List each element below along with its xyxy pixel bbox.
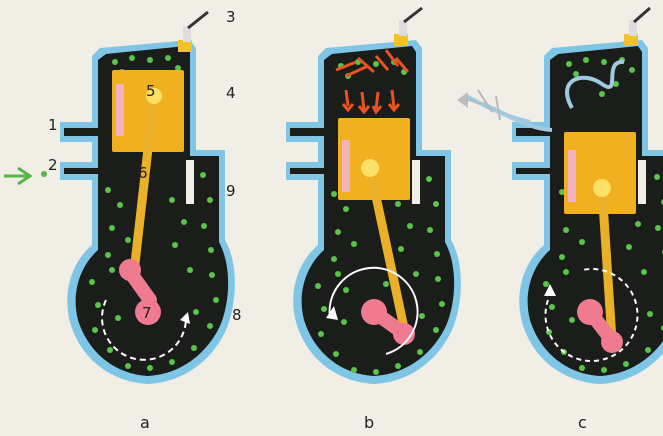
engine-b: b [286, 8, 461, 432]
inlet-arrow-icon [4, 168, 47, 184]
caption-b: b [364, 413, 374, 432]
part-label-2: 2 [48, 156, 58, 174]
part-label-3: 3 [226, 8, 236, 26]
spark-plug-icon [394, 8, 422, 46]
part-label-6: 6 [138, 164, 148, 182]
part-label-8: 8 [232, 306, 242, 324]
part-label-4: 4 [226, 84, 236, 102]
caption-c: c [578, 413, 587, 432]
spark-plug-icon [624, 8, 650, 46]
engine-c: c [457, 8, 663, 432]
part-label-1: 1 [48, 116, 58, 134]
caption-a: a [140, 413, 150, 432]
engine-a: 1 2 3 4 5 6 7 8 9 a [4, 8, 242, 432]
part-label-9: 9 [226, 182, 236, 200]
part-label-5: 5 [146, 82, 156, 100]
part-label-7: 7 [142, 304, 152, 322]
